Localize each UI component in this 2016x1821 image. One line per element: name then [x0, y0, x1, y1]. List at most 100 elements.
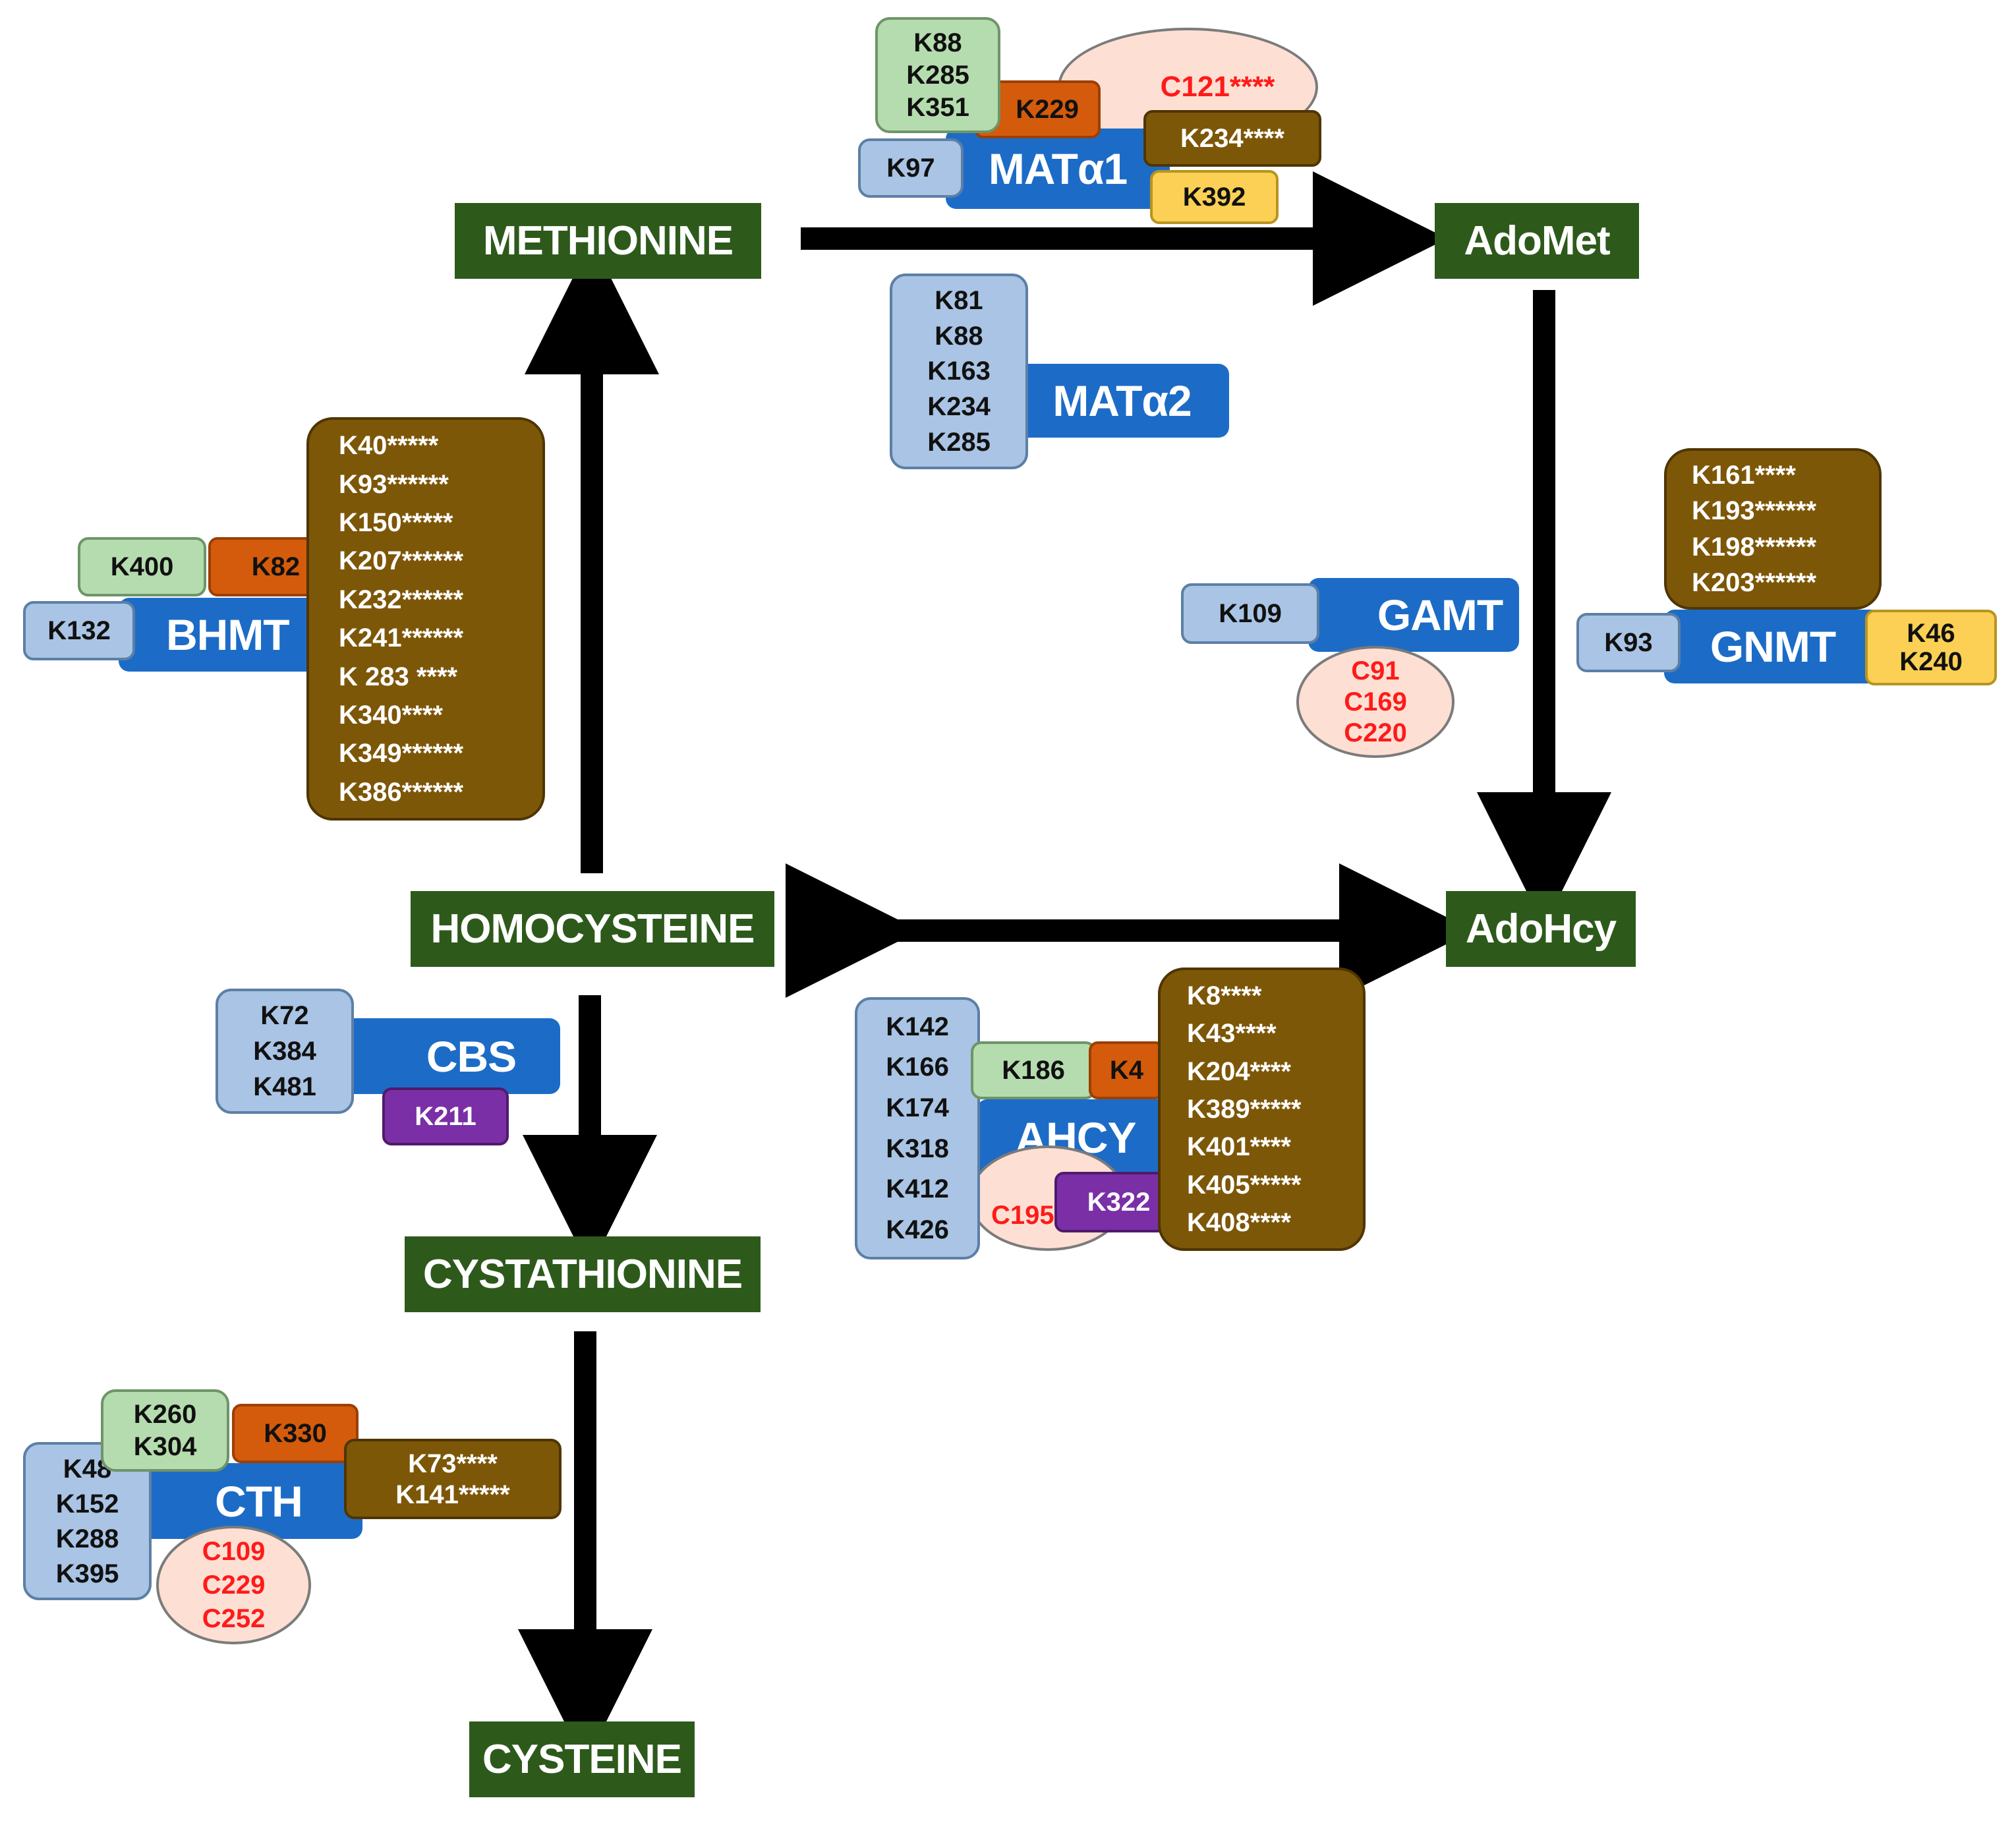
gnmt-light-blue-sites: K93	[1576, 613, 1681, 672]
ahcy-brown-sites: K8**** K43**** K204**** K389***** K401**…	[1158, 968, 1366, 1251]
gnmt-yellow-site: K240	[1899, 647, 1963, 677]
ahcy-peach-site: C195	[991, 1201, 1054, 1230]
ahcy-purple-site: K322	[1087, 1188, 1151, 1217]
bhmt-brown-site: K241******	[339, 623, 464, 653]
cth-peach-site: C229	[202, 1570, 266, 1600]
mat1a-green-site: K88	[913, 28, 962, 57]
metabolite-methionine: METHIONINE	[455, 203, 761, 279]
metabolite-cysteine: CYSTEINE	[469, 1721, 695, 1797]
mat2a-light-blue-site: K81	[935, 285, 983, 315]
ahcy-light-blue-site: K174	[886, 1093, 949, 1123]
cth-green-site: K260	[133, 1400, 197, 1430]
cth-peach-site: C109	[202, 1537, 266, 1567]
gnmt-brown-site: K193******	[1692, 496, 1817, 526]
gamt-light-blue-sites: K109	[1181, 583, 1319, 644]
bhmt-brown-sites: K40***** K93****** K150***** K207****** …	[306, 417, 545, 821]
bhmt-green-site: K400	[110, 552, 174, 581]
mat2a-light-blue-site: K88	[935, 321, 983, 351]
gamt-peach-site: C220	[1344, 718, 1407, 748]
cbs-light-blue-site: K72	[260, 1001, 309, 1030]
mat1a-green-site: K285	[906, 60, 969, 90]
cth-orange-site: K330	[264, 1419, 327, 1448]
ahcy-green-sites: K186	[971, 1041, 1096, 1099]
mat2a-light-blue-sites: K81 K88 K163 K234 K285	[890, 274, 1028, 469]
bhmt-orange-site: K82	[251, 552, 301, 581]
metabolite-homocysteine: HOMOCYSTEINE	[411, 891, 774, 967]
ahcy-light-blue-site: K166	[886, 1053, 949, 1082]
cth-orange-sites: K330	[232, 1404, 359, 1463]
bhmt-orange-sites: K82	[208, 537, 317, 596]
mat1a-light-blue-site: K97	[886, 154, 935, 183]
ahcy-orange-site: K4	[1109, 1056, 1144, 1085]
bhmt-brown-site: K232******	[339, 585, 464, 614]
mat2a-light-blue-site: K285	[927, 428, 991, 457]
cth-light-blue-site: K395	[55, 1559, 119, 1588]
bhmt-brown-site: K386******	[339, 777, 464, 807]
gnmt-brown-site: K161****	[1692, 461, 1796, 490]
metabolite-cystathionine: CYSTATHIONINE	[405, 1236, 761, 1312]
gnmt-yellow-site: K46	[1907, 618, 1955, 648]
enzyme-gnmt: GNMT	[1664, 610, 1882, 683]
enzyme-bhmt: BHMT	[119, 598, 330, 672]
ahcy-green-site: K186	[1002, 1056, 1065, 1085]
bhmt-brown-site: K 283 ****	[339, 662, 458, 691]
bhmt-light-blue-sites: K132	[23, 601, 135, 660]
cth-green-sites: K260 K304	[101, 1389, 229, 1472]
cth-peach-site: C252	[202, 1604, 266, 1633]
ahcy-brown-site: K408****	[1187, 1208, 1291, 1238]
gamt-peach-site: C169	[1344, 687, 1407, 716]
ahcy-light-blue-site: K412	[886, 1174, 949, 1204]
mat1a-green-site: K351	[906, 93, 969, 123]
mat1a-yellow-sites: K392	[1150, 170, 1279, 224]
mat1a-yellow-site: K392	[1182, 183, 1246, 212]
cth-light-blue-site: K152	[55, 1489, 119, 1518]
cbs-light-blue-site: K481	[253, 1072, 316, 1101]
ahcy-light-blue-site: K318	[886, 1134, 949, 1163]
mat1a-brown-site: K234****	[1180, 124, 1284, 153]
ahcy-brown-site: K204****	[1187, 1056, 1291, 1086]
bhmt-brown-site: K40*****	[339, 431, 439, 461]
ahcy-orange-sites: K4	[1089, 1041, 1165, 1099]
mat1a-orange-site: K229	[1016, 95, 1079, 124]
ahcy-light-blue-site: K426	[886, 1215, 949, 1245]
mat1a-peach-site: C121****	[1160, 71, 1275, 103]
ahcy-brown-site: K405*****	[1187, 1170, 1302, 1200]
mat1a-brown-sites: K234****	[1143, 110, 1321, 167]
gamt-peach-site: C91	[1351, 656, 1400, 685]
enzyme-gamt: GAMT	[1308, 578, 1519, 652]
gamt-light-blue-site: K109	[1219, 599, 1282, 628]
cbs-light-blue-sites: K72 K384 K481	[216, 989, 354, 1114]
bhmt-brown-site: K93******	[339, 469, 449, 499]
mat1a-green-sites: K88 K285 K351	[875, 17, 1000, 133]
gamt-cysteine-sites: C91 C169 C220	[1296, 646, 1454, 758]
cth-brown-sites: K73**** K141*****	[344, 1439, 562, 1519]
cbs-purple-site: K211	[415, 1102, 476, 1131]
cth-brown-site: K141*****	[395, 1480, 510, 1509]
cth-green-site: K304	[133, 1431, 197, 1461]
mat2a-light-blue-site: K234	[927, 392, 991, 422]
mat1a-light-blue-sites: K97	[858, 138, 964, 198]
cth-cysteine-sites: C109 C229 C252	[156, 1526, 311, 1644]
ahcy-light-blue-sites: K142 K166 K174 K318 K412 K426	[855, 997, 980, 1259]
gnmt-light-blue-site: K93	[1604, 628, 1653, 657]
gnmt-brown-sites: K161**** K193****** K198****** K203*****…	[1664, 448, 1882, 610]
bhmt-brown-site: K150*****	[339, 507, 453, 537]
ahcy-light-blue-site: K142	[886, 1012, 949, 1041]
cth-light-blue-site: K288	[55, 1524, 119, 1553]
bhmt-brown-site: K207******	[339, 546, 464, 576]
enzyme-cbs: CBS	[343, 1018, 560, 1094]
cth-brown-site: K73****	[408, 1449, 498, 1478]
cbs-purple-sites: K211	[382, 1087, 509, 1145]
ahcy-brown-site: K389*****	[1187, 1094, 1302, 1124]
bhmt-brown-site: K349******	[339, 739, 464, 768]
ahcy-brown-site: K8****	[1187, 981, 1262, 1010]
cbs-light-blue-site: K384	[253, 1037, 316, 1066]
bhmt-brown-site: K340****	[339, 700, 443, 730]
enzyme-mat1a: MATα1	[946, 129, 1170, 209]
bhmt-green-sites: K400	[78, 537, 206, 596]
gnmt-brown-site: K198******	[1692, 532, 1817, 562]
metabolite-adomet: AdoMet	[1435, 203, 1639, 279]
enzyme-mat2a: MATα2	[1015, 364, 1229, 438]
ahcy-brown-site: K43****	[1187, 1019, 1277, 1049]
